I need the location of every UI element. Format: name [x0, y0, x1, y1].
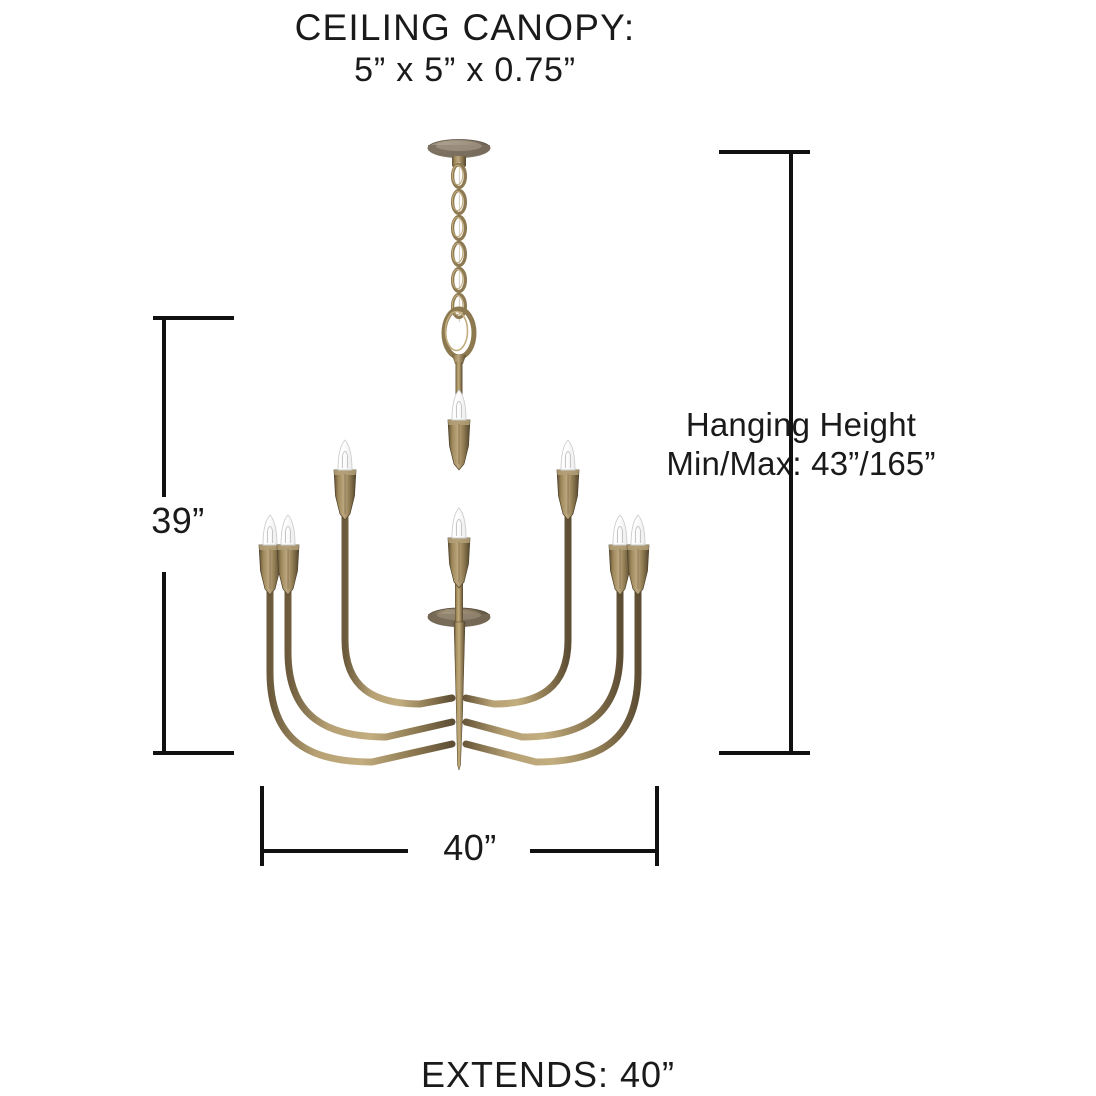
candle-lower-left-inner — [276, 514, 300, 596]
height-dimension-label: 39” — [151, 500, 205, 541]
ceiling-canopy-line1: CEILING CANOPY: — [294, 7, 636, 48]
hanging-height-dimension-line — [719, 150, 810, 755]
candle-lower-right-outer — [626, 514, 650, 596]
fixture-arms — [266, 466, 642, 766]
width-dimension-label: 40” — [443, 827, 497, 868]
ceiling-canopy-line2: 5” x 5” x 0.75” — [354, 50, 576, 89]
center-finial-spike — [453, 621, 466, 771]
extends-label: EXTENDS: 40” — [420, 1054, 676, 1095]
arm-lower-right-outer — [462, 541, 642, 766]
height-dimension-line — [153, 316, 234, 755]
ceiling-canopy — [427, 139, 491, 167]
arm-upper-left — [341, 466, 456, 708]
ceiling-canopy-label: CEILING CANOPY:5” x 5” x 0.75” — [0, 6, 930, 90]
candle-lower-center — [447, 507, 471, 589]
width-dimension-line — [260, 786, 659, 866]
hanging-height-line2: Min/Max: 43”/165” — [666, 444, 936, 482]
candle-upper-right — [556, 439, 580, 521]
arm-lower-left-inner — [284, 541, 456, 741]
candle-upper-center — [447, 389, 471, 471]
arm-lower-left-outer — [266, 541, 456, 766]
hanging-chain — [450, 162, 468, 322]
oval-loop — [441, 306, 477, 364]
candle-upper-left — [333, 439, 357, 521]
arm-upper-right — [462, 466, 572, 708]
arm-lower-right-inner — [462, 541, 624, 741]
dimension-lines — [153, 150, 810, 866]
chandelier-fixture — [258, 139, 650, 771]
